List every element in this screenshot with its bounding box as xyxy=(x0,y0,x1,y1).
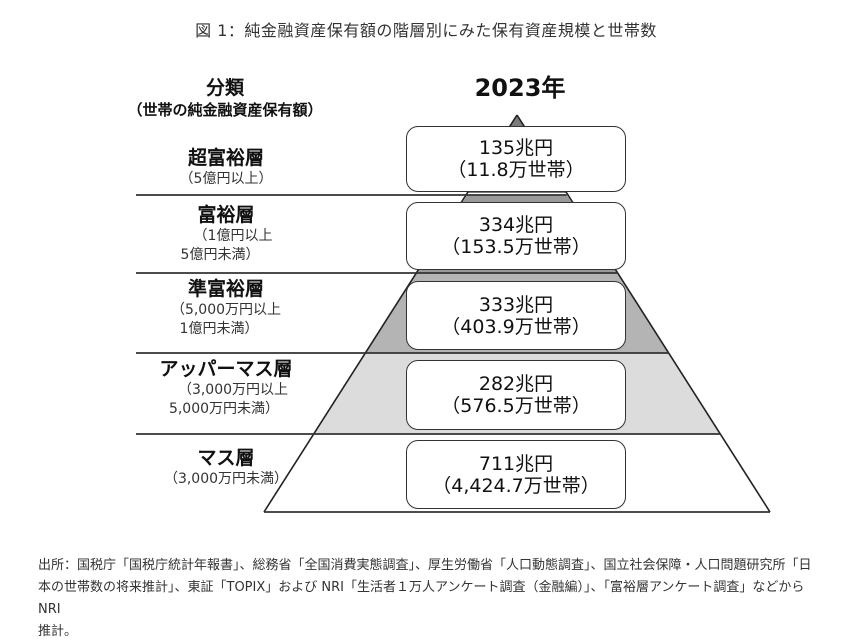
household-count: （403.9万世帯） xyxy=(441,315,591,338)
household-count: （576.5万世帯） xyxy=(441,395,591,417)
category-range: 1億円未満） xyxy=(179,321,259,337)
source-line: 出所：国税庁「国税庁統計年報書」、総務省「全国消費実態調査」、厚生労働省「人口動… xyxy=(38,558,812,573)
category-range: （3,000万円未満） xyxy=(163,471,289,487)
household-count: （4,424.7万世帯） xyxy=(432,474,600,497)
source-note: 出所：国税庁「国税庁統計年報書」、総務省「全国消費実態調査」、厚生労働省「人口動… xyxy=(38,555,828,643)
category-name: 富裕層 xyxy=(197,204,255,226)
household-count: （11.8万世帯） xyxy=(447,159,585,181)
category-range: （5,000万円以上 xyxy=(170,302,282,318)
category-mass: マス層 （3,000万円未満） xyxy=(136,446,316,489)
category-range: （3,000万円以上 xyxy=(177,382,289,398)
value-box-upper-mass: 282兆円 （576.5万世帯） xyxy=(406,360,626,430)
category-header-title: 分類 xyxy=(205,77,244,99)
category-wealthy: 富裕層 （1億円以上 5億円未満） xyxy=(136,203,316,265)
asset-amount: 333兆円 xyxy=(478,293,554,316)
category-range: 5億円未満） xyxy=(180,247,260,263)
value-box-mass: 711兆円 （4,424.7万世帯） xyxy=(406,440,626,509)
asset-amount: 282兆円 xyxy=(478,373,554,395)
asset-amount: 711兆円 xyxy=(478,452,554,475)
value-box-ultra-wealthy: 135兆円 （11.8万世帯） xyxy=(406,126,626,192)
category-name: アッパーマス層 xyxy=(159,358,293,380)
source-line: 推計。 xyxy=(38,624,78,639)
category-column-header: 分類 （世帯の純金融資産保有額） xyxy=(100,76,350,120)
category-upper-mass: アッパーマス層 （3,000万円以上 5,000万円未満） xyxy=(136,357,316,419)
source-line: 本の世帯数の将来推計」、東証「TOPIX」および NRI「生活者１万人アンケート… xyxy=(38,580,805,617)
value-box-upper-wealthy: 333兆円 （403.9万世帯） xyxy=(406,281,626,350)
category-ultra-wealthy: 超富裕層 （5億円以上） xyxy=(136,146,316,189)
figure-title: 図 1：純金融資産保有額の階層別にみた保有資産規模と世帯数 xyxy=(195,21,657,40)
category-header-subtitle: （世帯の純金融資産保有額） xyxy=(127,101,323,119)
asset-amount: 135兆円 xyxy=(478,137,554,159)
category-name: 準富裕層 xyxy=(187,278,264,300)
category-range: （5億円以上） xyxy=(179,171,273,187)
year-header: 2023年 xyxy=(474,74,566,102)
asset-amount: 334兆円 xyxy=(478,214,554,236)
value-box-wealthy: 334兆円 （153.5万世帯） xyxy=(406,202,626,270)
category-name: 超富裕層 xyxy=(187,147,264,169)
category-name: マス層 xyxy=(197,447,255,469)
category-range: 5,000万円未満） xyxy=(168,401,280,417)
category-upper-wealthy: 準富裕層 （5,000万円以上 1億円未満） xyxy=(136,277,316,339)
household-count: （153.5万世帯） xyxy=(441,236,591,258)
category-range: （1億円以上 xyxy=(193,228,273,244)
